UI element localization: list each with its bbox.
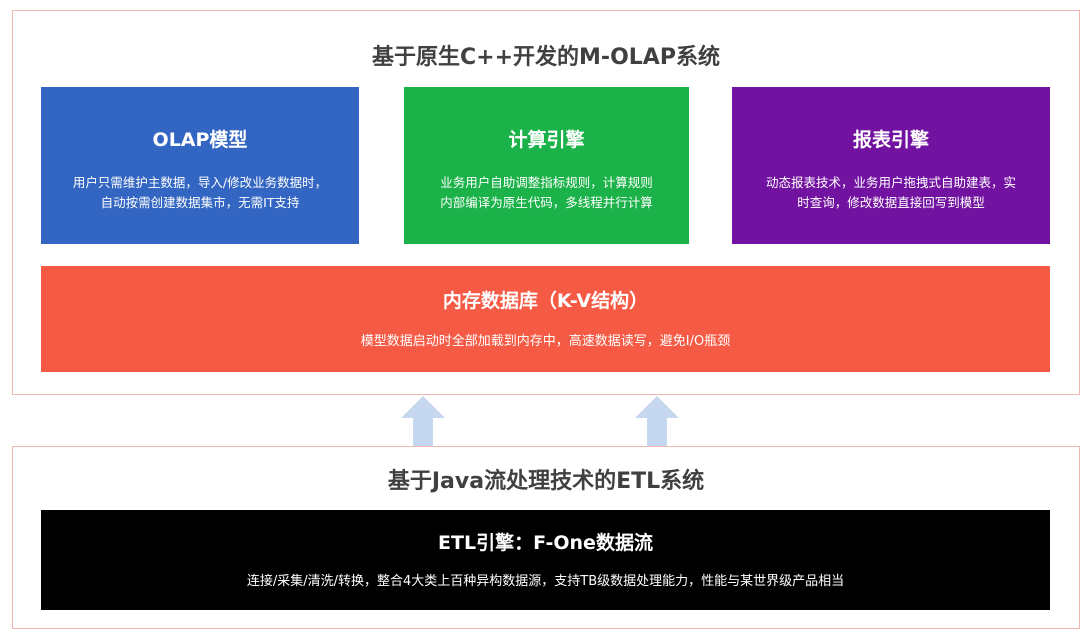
etl-system-panel: 基于Java流处理技术的ETL系统 ETL引擎：F-One数据流 连接/采集/清…	[12, 446, 1080, 629]
olap-system-title: 基于原生C++开发的M-OLAP系统	[372, 45, 720, 70]
report-engine-title: 报表引擎	[852, 129, 929, 151]
report-engine-desc-line-1: 动态报表技术，业务用户拖拽式自助建表，实	[765, 175, 1016, 190]
memory-db-description: 模型数据启动时全部加载到内存中，高速数据读写，避免I/O瓶颈	[360, 334, 731, 349]
up-arrow-icon	[401, 396, 445, 446]
etl-engine-block: ETL引擎：F-One数据流 连接/采集/清洗/转换，整合4大类上百种异构数据源…	[41, 510, 1050, 610]
calc-engine-desc-line-1: 业务用户自助调整指标规则，计算规则	[440, 175, 653, 190]
memory-db-title: 内存数据库（K-V结构）	[442, 290, 649, 312]
olap-model-desc-line-2: 自动按需创建数据集市，无需IT支持	[100, 195, 300, 210]
report-engine-block: 报表引擎 动态报表技术，业务用户拖拽式自助建表，实 时查询，修改数据直接回写到模…	[732, 87, 1050, 244]
olap-system-panel: 基于原生C++开发的M-OLAP系统 OLAP模型 用户只需维护主数据，导入/修…	[12, 10, 1080, 395]
memory-db-block: 内存数据库（K-V结构） 模型数据启动时全部加载到内存中，高速数据读写，避免I/…	[41, 266, 1050, 372]
calc-engine-title: 计算引擎	[508, 129, 585, 151]
etl-engine-description: 连接/采集/清洗/转换，整合4大类上百种异构数据源，支持TB级数据处理能力，性能…	[246, 574, 845, 589]
etl-system-title: 基于Java流处理技术的ETL系统	[387, 469, 705, 494]
etl-engine-title: ETL引擎：F-One数据流	[438, 532, 653, 554]
olap-model-desc-line-1: 用户只需维护主数据，导入/修改业务数据时，	[72, 175, 328, 190]
olap-model-description: 用户只需维护主数据，导入/修改业务数据时， 自动按需创建数据集市，无需IT支持	[49, 173, 351, 213]
calc-engine-description: 业务用户自助调整指标规则，计算规则 内部编译为原生代码，多线程并行计算	[412, 173, 681, 213]
olap-model-title: OLAP模型	[152, 129, 248, 151]
report-engine-description: 动态报表技术，业务用户拖拽式自助建表，实 时查询，修改数据直接回写到模型	[740, 173, 1042, 213]
calc-engine-block: 计算引擎 业务用户自助调整指标规则，计算规则 内部编译为原生代码，多线程并行计算	[404, 87, 689, 244]
olap-model-block: OLAP模型 用户只需维护主数据，导入/修改业务数据时， 自动按需创建数据集市，…	[41, 87, 359, 244]
report-engine-desc-line-2: 时查询，修改数据直接回写到模型	[797, 195, 985, 210]
calc-engine-desc-line-2: 内部编译为原生代码，多线程并行计算	[440, 195, 653, 210]
up-arrow-icon	[635, 396, 679, 446]
